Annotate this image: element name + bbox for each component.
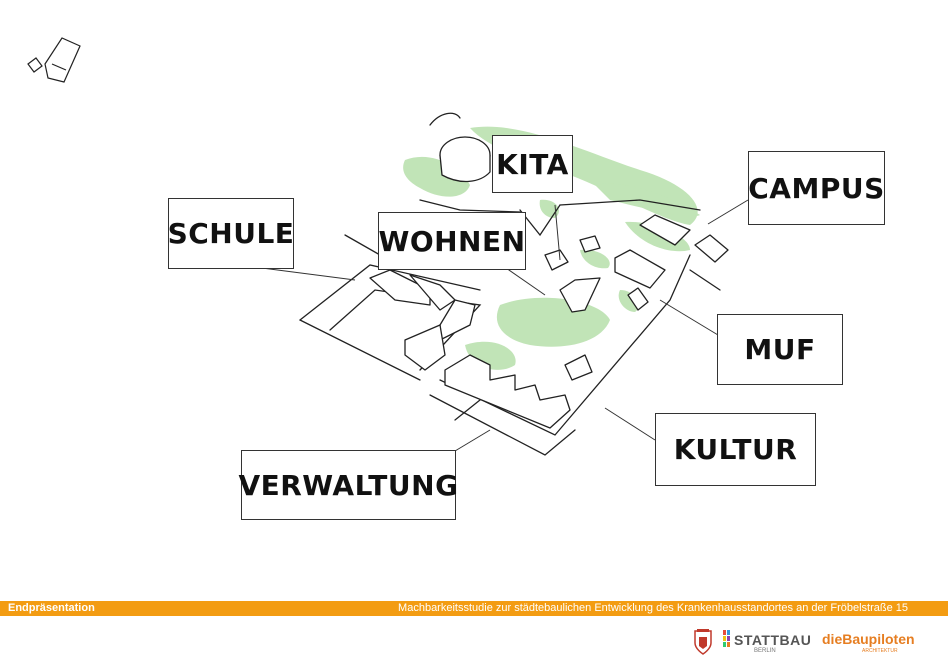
- berlin-coat-of-arms-icon: [694, 629, 712, 655]
- location-mini-plan: [27, 37, 81, 83]
- stattbau-logo-icon: [723, 630, 730, 647]
- logo-row: STATTBAU BERLIN dieBaupiloten ARCHITEKTU…: [690, 626, 930, 660]
- label-schule: SCHULE: [168, 198, 294, 269]
- footer-subtitle: Machbarkeitsstudie zur städtebaulichen E…: [398, 602, 908, 614]
- site-lines: [299, 112, 721, 456]
- site-sketch: [27, 37, 749, 461]
- label-wohnen: WOHNEN: [378, 212, 526, 270]
- label-muf: MUF: [717, 314, 843, 385]
- stattbau-logo-subtext: BERLIN: [754, 648, 776, 654]
- stattbau-logo-text: STATTBAU: [734, 632, 812, 648]
- label-kita: KITA: [492, 135, 573, 193]
- label-verwaltung: VERWALTUNG: [238, 450, 458, 520]
- footer-bar: Endpräsentation Machbarkeitsstudie zur s…: [0, 601, 948, 616]
- buildings: [369, 136, 729, 429]
- label-kultur: KULTUR: [655, 413, 816, 486]
- baupiloten-logo-text: dieBaupiloten: [822, 631, 915, 647]
- label-campus: CAMPUS: [748, 151, 885, 225]
- footer-title: Endpräsentation: [8, 602, 95, 614]
- baupiloten-logo-subtext: ARCHITEKTUR: [862, 648, 898, 654]
